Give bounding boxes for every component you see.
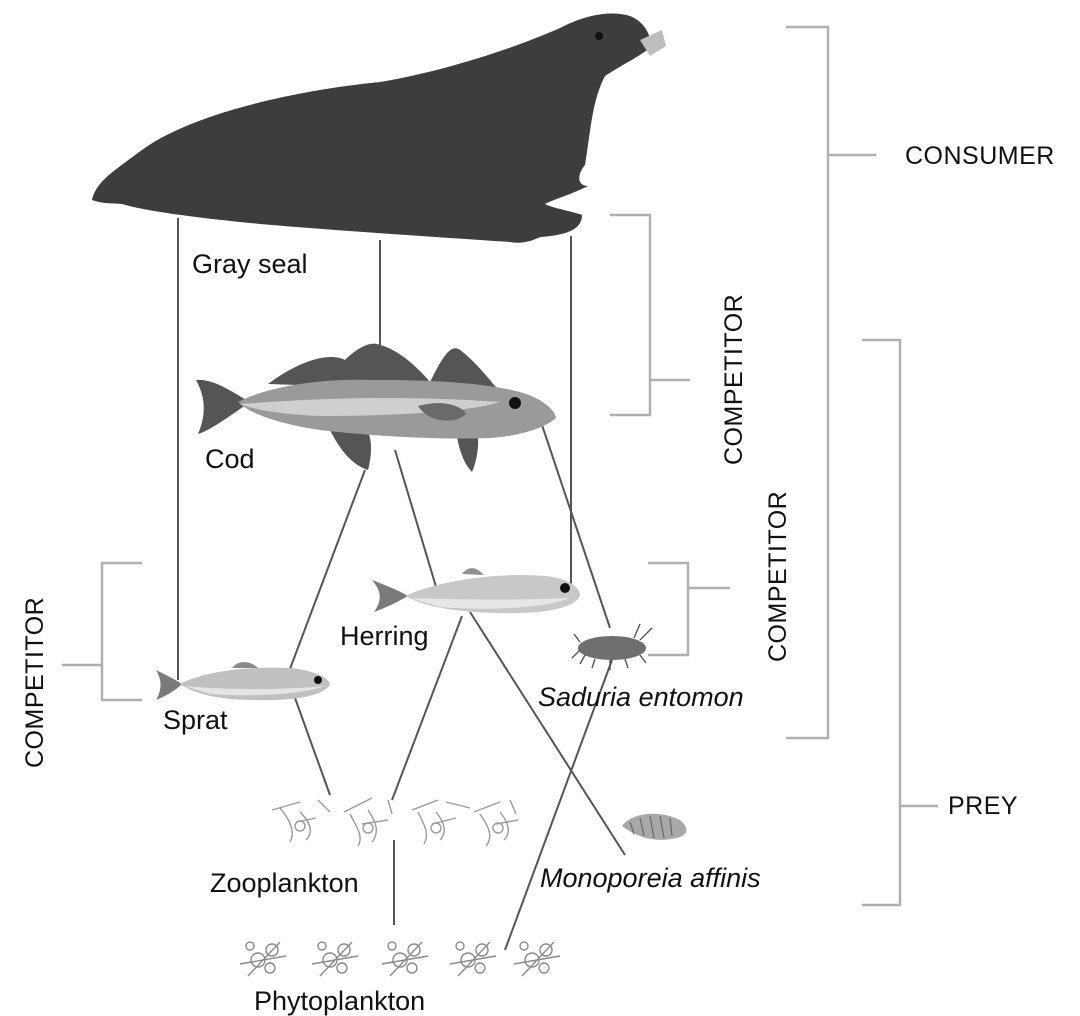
bracket-competitor-seal-cod: [610, 215, 650, 415]
label-gray-seal: Gray seal: [192, 249, 308, 279]
label-competitor-herring-saduria: COMPETITOR: [764, 491, 792, 662]
label-competitor-seal-cod: COMPETITOR: [720, 294, 748, 465]
bracket-consumer: [786, 27, 828, 738]
label-competitor-sprat: COMPETITOR: [21, 597, 49, 768]
bracket-competitor-herring-saduria: [648, 563, 688, 655]
zooplankton-illustration: [272, 798, 518, 846]
bracket-prey: [862, 340, 900, 905]
label-phytoplankton: Phytoplankton: [254, 986, 425, 1016]
label-consumer: CONSUMER: [905, 142, 1055, 170]
label-prey: PREY: [948, 792, 1018, 820]
link-cod-sprat: [282, 470, 365, 690]
monoporeia-illustration: [622, 814, 686, 840]
saduria-illustration: [572, 624, 652, 670]
phytoplankton-illustration: [240, 942, 560, 976]
label-herring: Herring: [340, 621, 429, 651]
label-cod: Cod: [205, 444, 255, 474]
link-sprat-zooplankton: [295, 698, 330, 795]
label-sprat: Sprat: [163, 705, 228, 735]
label-saduria: Saduria entomon: [538, 682, 744, 712]
sprat-illustration: [156, 662, 330, 700]
link-cod-herring: [395, 450, 440, 600]
label-monoporeia: Monoporeia affinis: [540, 863, 761, 893]
bracket-competitor-sprat: [102, 563, 142, 700]
label-zooplankton: Zooplankton: [210, 868, 359, 898]
gray-seal-illustration: [92, 13, 666, 242]
herring-illustration: [372, 568, 580, 613]
